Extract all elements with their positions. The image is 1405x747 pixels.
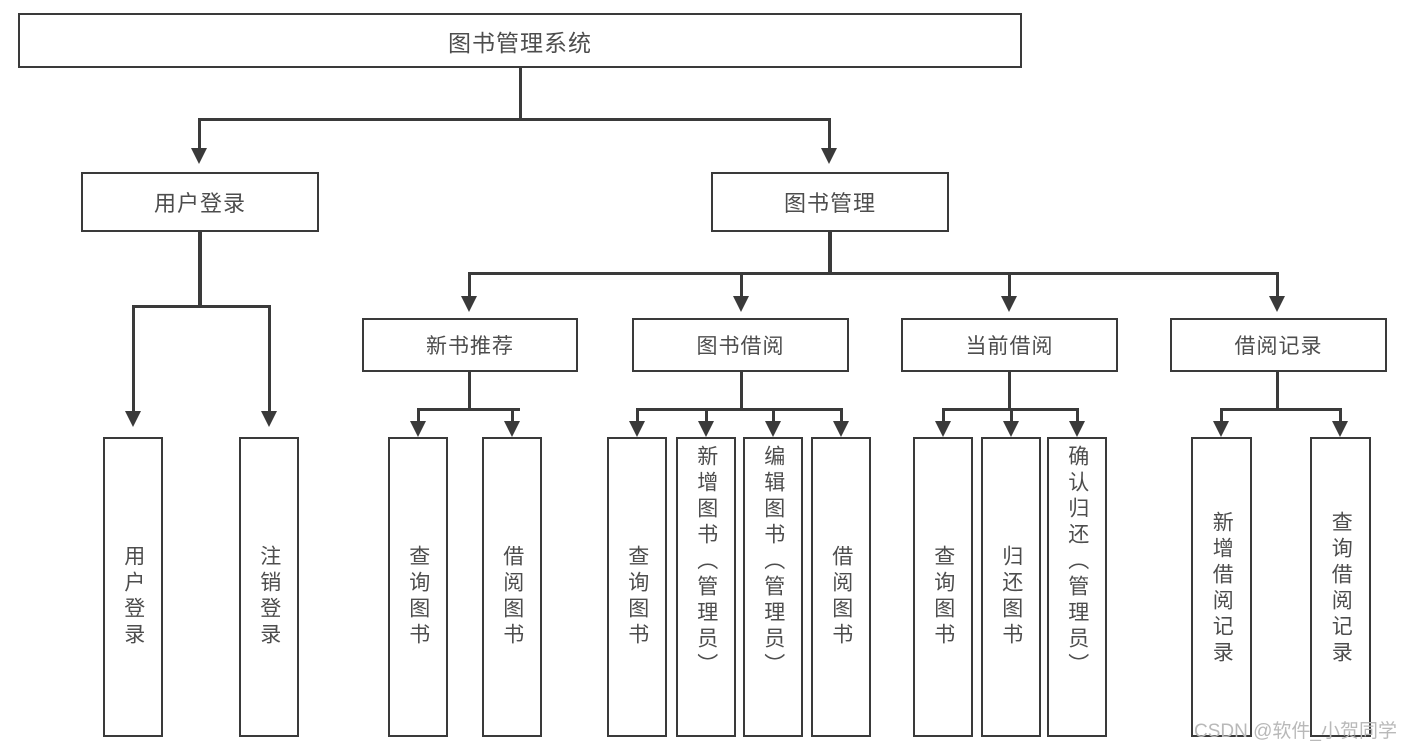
- connector-user-login-stem: [198, 232, 202, 307]
- leaf-label: 查询图书: [625, 545, 649, 649]
- arrow-cb-leaf-1: [935, 421, 951, 437]
- node-label: 用户登录: [153, 191, 246, 216]
- arrow-bb-leaf-3: [765, 421, 781, 437]
- leaf-add-record[interactable]: 新增借阅记录: [1191, 437, 1252, 737]
- connector-root-bus: [198, 118, 830, 121]
- node-label: 新书推荐: [426, 335, 514, 358]
- arrow-cb-leaf-2: [1003, 421, 1019, 437]
- connector-cb-drop-3: [1076, 408, 1079, 424]
- leaf-label: 新增借阅记录: [1210, 511, 1234, 667]
- leaf-add-book[interactable]: 新增图书（管理员）: [676, 437, 736, 737]
- connector-nbr-drop-2: [511, 408, 514, 424]
- connector-br-bus: [1220, 408, 1342, 411]
- leaf-query-book-1[interactable]: 查询图书: [388, 437, 448, 737]
- connector-bm-drop-2: [740, 272, 743, 298]
- connector-bb-drop-1: [636, 408, 639, 424]
- node-label: 图书借阅: [696, 335, 785, 358]
- arrow-bb-leaf-4: [833, 421, 849, 437]
- leaf-label: 注销登录: [257, 545, 281, 649]
- arrow-user-login-leaf-2: [261, 411, 277, 427]
- node-book-borrow[interactable]: 图书借阅: [632, 318, 849, 372]
- leaf-logout-login[interactable]: 注销登录: [239, 437, 299, 737]
- connector-nbr-drop-1: [417, 408, 420, 424]
- connector-bb-stem: [740, 372, 743, 410]
- node-label: 图书管理: [783, 191, 876, 216]
- connector-book-management-bus: [468, 272, 1279, 275]
- arrow-root-to-user-login: [191, 148, 207, 164]
- leaf-edit-book[interactable]: 编辑图书（管理员）: [743, 437, 803, 737]
- node-book-management-system[interactable]: 图书管理系统: [18, 13, 1022, 68]
- leaf-label: 借阅图书: [829, 545, 853, 649]
- arrow-nbr-leaf-1: [410, 421, 426, 437]
- connector-user-login-drop-2: [268, 305, 271, 413]
- node-current-borrow[interactable]: 当前借阅: [901, 318, 1118, 372]
- leaf-label: 用户登录: [121, 545, 145, 649]
- leaf-label: 新增图书（管理员）: [694, 445, 718, 679]
- node-book-management[interactable]: 图书管理: [711, 172, 949, 232]
- connector-cb-drop-2: [1010, 408, 1013, 424]
- node-label: 借阅记录: [1234, 335, 1323, 358]
- node-borrow-record[interactable]: 借阅记录: [1170, 318, 1387, 372]
- leaf-return-book[interactable]: 归还图书: [981, 437, 1041, 737]
- connector-bb-bus: [636, 408, 843, 411]
- arrow-root-to-book-management: [821, 148, 837, 164]
- leaf-confirm-return[interactable]: 确认归还（管理员）: [1047, 437, 1107, 737]
- leaf-label: 归还图书: [999, 545, 1023, 649]
- node-new-book-recommend[interactable]: 新书推荐: [362, 318, 578, 372]
- connector-cb-drop-1: [942, 408, 945, 424]
- connector-user-login-bus: [132, 305, 270, 308]
- leaf-label: 借阅图书: [500, 545, 524, 649]
- connector-book-management-stem: [828, 232, 832, 274]
- connector-bm-drop-3: [1008, 272, 1011, 298]
- node-label: 当前借阅: [965, 335, 1054, 358]
- arrow-user-login-leaf-1: [125, 411, 141, 427]
- leaf-borrow-book-1[interactable]: 借阅图书: [482, 437, 542, 737]
- leaf-user-login[interactable]: 用户登录: [103, 437, 163, 737]
- arrow-br-leaf-2: [1332, 421, 1348, 437]
- arrow-bm-to-current-borrow: [1001, 296, 1017, 312]
- connector-nbr-bus: [417, 408, 520, 411]
- connector-br-drop-2: [1339, 408, 1342, 424]
- connector-root-stem: [519, 68, 522, 118]
- leaf-query-book-3[interactable]: 查询图书: [913, 437, 973, 737]
- leaf-label: 查询图书: [931, 545, 955, 649]
- connector-br-drop-1: [1220, 408, 1223, 424]
- leaf-label: 查询图书: [406, 545, 430, 649]
- leaf-query-record[interactable]: 查询借阅记录: [1310, 437, 1371, 737]
- arrow-bb-leaf-1: [629, 421, 645, 437]
- connector-bm-drop-4: [1276, 272, 1279, 298]
- connector-user-login-drop-1: [132, 305, 135, 413]
- arrow-bm-to-new-book-recommend: [461, 296, 477, 312]
- connector-root-to-user-login: [198, 118, 201, 150]
- arrow-bb-leaf-2: [698, 421, 714, 437]
- arrow-bm-to-book-borrow: [733, 296, 749, 312]
- arrow-cb-leaf-3: [1069, 421, 1085, 437]
- connector-bb-drop-3: [772, 408, 775, 424]
- connector-nbr-stem: [468, 372, 471, 410]
- leaf-label: 查询借阅记录: [1329, 511, 1353, 667]
- node-user-login[interactable]: 用户登录: [81, 172, 319, 232]
- leaf-label: 编辑图书（管理员）: [761, 445, 785, 679]
- connector-bm-drop-1: [468, 272, 471, 298]
- arrow-br-leaf-1: [1213, 421, 1229, 437]
- leaf-borrow-book-2[interactable]: 借阅图书: [811, 437, 871, 737]
- leaf-label: 确认归还（管理员）: [1065, 445, 1089, 679]
- connector-bb-drop-4: [840, 408, 843, 424]
- connector-root-to-book-management: [828, 118, 831, 150]
- connector-cb-stem: [1008, 372, 1011, 410]
- arrow-bm-to-borrow-record: [1269, 296, 1285, 312]
- node-label: 图书管理系统: [448, 29, 592, 56]
- leaf-query-book-2[interactable]: 查询图书: [607, 437, 667, 737]
- arrow-nbr-leaf-2: [504, 421, 520, 437]
- connector-br-stem: [1276, 372, 1279, 410]
- connector-bb-drop-2: [705, 408, 708, 424]
